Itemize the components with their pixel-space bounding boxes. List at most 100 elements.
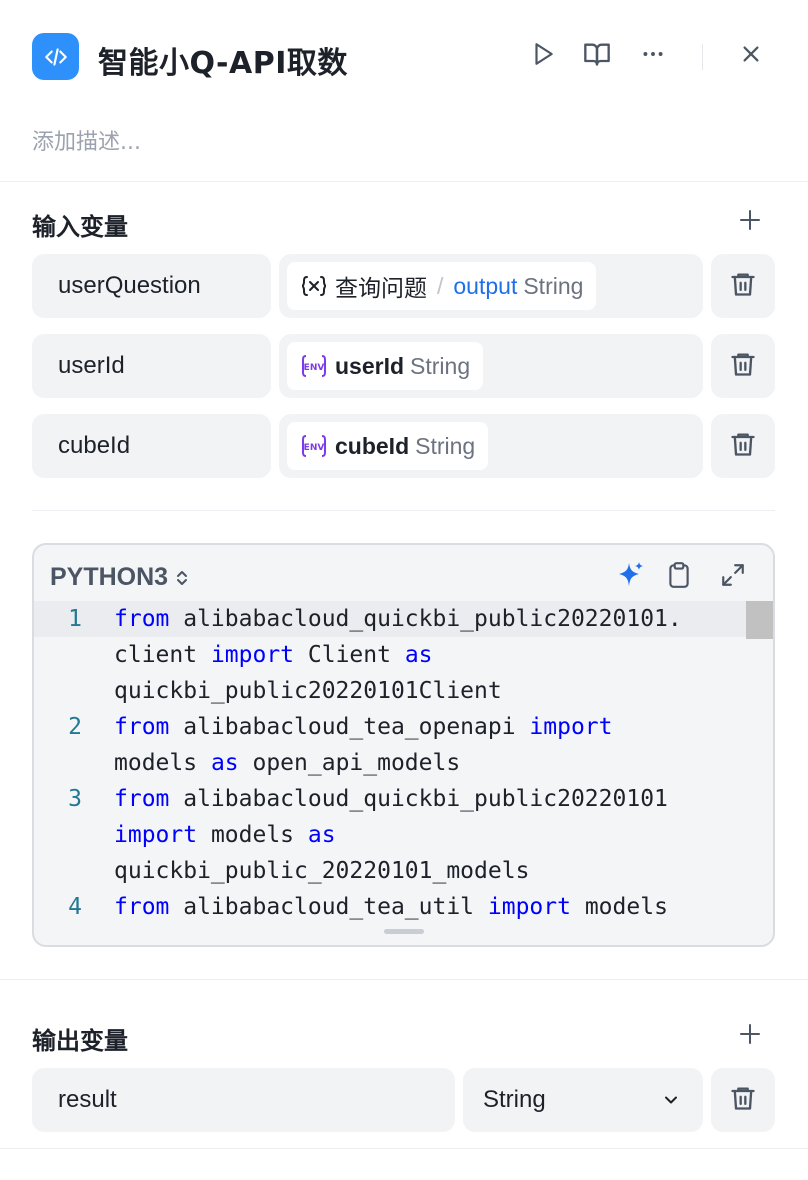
code-text: from alibabacloud_tea_openapi import bbox=[114, 709, 613, 745]
divider bbox=[32, 510, 775, 511]
code-keyword: from bbox=[114, 894, 170, 920]
output-variable-name[interactable]: result bbox=[32, 1068, 455, 1132]
divider bbox=[0, 181, 808, 182]
code-token: quickbi_public20220101Client bbox=[114, 678, 502, 704]
code-line[interactable]: quickbi_public_20220101_models bbox=[34, 853, 773, 889]
code-text: models as open_api_models bbox=[114, 745, 460, 781]
ai-assist-button[interactable] bbox=[613, 559, 649, 595]
code-text: quickbi_public20220101Client bbox=[114, 673, 502, 709]
code-line[interactable]: 4 from alibabacloud_tea_util import model… bbox=[34, 889, 773, 925]
env-variable-name: cubeId bbox=[335, 432, 410, 459]
line-number: 3 bbox=[68, 786, 82, 812]
code-line[interactable]: quickbi_public20220101Client bbox=[34, 673, 773, 709]
close-button[interactable] bbox=[733, 38, 769, 74]
code-line[interactable]: 2 from alibabacloud_tea_openapi import bbox=[34, 709, 773, 745]
run-button[interactable] bbox=[525, 38, 561, 74]
code-line[interactable]: import models as bbox=[34, 817, 773, 853]
code-token: models bbox=[197, 822, 308, 848]
plus-icon bbox=[738, 208, 762, 237]
input-variable-value[interactable]: ENV cubeId String bbox=[279, 414, 703, 478]
source-field-name: output bbox=[453, 272, 518, 299]
code-line[interactable]: 3 from alibabacloud_quickbi_public2022010… bbox=[34, 781, 773, 817]
input-variable-value[interactable]: 查询问题 / output String bbox=[279, 254, 703, 318]
code-text: import models as bbox=[114, 817, 336, 853]
input-variable-value[interactable]: ENV userId String bbox=[279, 334, 703, 398]
description-input[interactable]: 添加描述... bbox=[32, 130, 141, 155]
divider bbox=[0, 1148, 808, 1149]
input-variable-name[interactable]: userQuestion bbox=[32, 254, 271, 318]
code-token: alibabacloud_tea_openapi bbox=[169, 714, 530, 740]
code-keyword: import bbox=[114, 822, 198, 848]
code-token: quickbi_public_20220101_models bbox=[114, 858, 530, 884]
close-icon bbox=[740, 43, 762, 70]
docs-button[interactable] bbox=[579, 38, 615, 74]
code-keyword: as bbox=[210, 750, 239, 776]
delete-output-button[interactable] bbox=[711, 1068, 775, 1132]
env-variable-name: userId bbox=[335, 352, 405, 379]
divider bbox=[0, 979, 808, 980]
code-token: alibabacloud_quickbi_public20220101. bbox=[169, 606, 682, 632]
plus-icon bbox=[738, 1022, 762, 1051]
variable-reference-chip[interactable]: 查询问题 / output String bbox=[287, 262, 597, 310]
add-input-button[interactable] bbox=[734, 206, 766, 238]
output-variables-title: 输出变量 bbox=[32, 1027, 128, 1055]
code-keyword: from bbox=[114, 714, 170, 740]
code-text: quickbi_public_20220101_models bbox=[114, 853, 529, 889]
env-icon: ENV bbox=[301, 434, 327, 458]
source-node-name: 查询问题 bbox=[335, 276, 427, 302]
code-keyword: from bbox=[114, 786, 170, 812]
more-icon bbox=[640, 41, 666, 72]
code-keyword: as bbox=[307, 822, 336, 848]
chevron-down-icon bbox=[661, 1090, 681, 1110]
code-token: alibabacloud_tea_util bbox=[169, 894, 488, 920]
code-keyword: as bbox=[404, 642, 433, 668]
env-variable-chip[interactable]: ENV userId String bbox=[287, 342, 484, 390]
line-number: 4 bbox=[68, 894, 82, 920]
code-token: models bbox=[114, 750, 211, 776]
play-icon bbox=[530, 41, 556, 72]
node-title[interactable]: 智能小Q-API取数 bbox=[98, 46, 348, 81]
input-variable-name[interactable]: cubeId bbox=[32, 414, 271, 478]
code-keyword: import bbox=[487, 894, 571, 920]
variable-type: String bbox=[410, 352, 471, 379]
line-number: 2 bbox=[68, 714, 82, 740]
delete-input-button[interactable] bbox=[711, 254, 775, 318]
editor-scrollbar[interactable] bbox=[746, 601, 773, 639]
delete-input-button[interactable] bbox=[711, 334, 775, 398]
chevron-updown-icon bbox=[174, 568, 190, 588]
trash-icon bbox=[729, 430, 757, 463]
add-output-button[interactable] bbox=[734, 1020, 766, 1052]
code-token: Client bbox=[294, 642, 405, 668]
input-variable-name[interactable]: userId bbox=[32, 334, 271, 398]
clipboard-icon bbox=[666, 561, 692, 594]
copy-code-button[interactable] bbox=[661, 559, 697, 595]
code-line[interactable]: models as open_api_models bbox=[34, 745, 773, 781]
variable-icon bbox=[301, 275, 327, 297]
language-select[interactable]: PYTHON3 bbox=[50, 563, 190, 592]
node-header: 智能小Q-API取数 bbox=[0, 0, 808, 115]
code-line[interactable]: client import Client as bbox=[34, 637, 773, 673]
input-variables-title: 输入变量 bbox=[32, 213, 128, 241]
variable-type: String bbox=[523, 272, 584, 299]
svg-text:ENV: ENV bbox=[304, 443, 325, 453]
code-text: client import Client as bbox=[114, 637, 433, 673]
variable-type: String bbox=[415, 432, 476, 459]
sparkle-icon bbox=[616, 560, 646, 595]
more-button[interactable] bbox=[635, 38, 671, 74]
trash-icon bbox=[729, 270, 757, 303]
editor-resize-handle[interactable] bbox=[384, 929, 424, 934]
code-token: alibabacloud_quickbi_public20220101 bbox=[169, 786, 668, 812]
path-separator: / bbox=[437, 272, 444, 299]
trash-icon bbox=[729, 1084, 757, 1117]
delete-input-button[interactable] bbox=[711, 414, 775, 478]
code-text: from alibabacloud_quickbi_public20220101… bbox=[114, 601, 682, 637]
code-text: from alibabacloud_tea_util import models bbox=[114, 889, 668, 925]
output-type-select[interactable]: String bbox=[463, 1068, 703, 1132]
code-keyword: from bbox=[114, 606, 170, 632]
env-variable-chip[interactable]: ENV cubeId String bbox=[287, 422, 489, 470]
expand-editor-button[interactable] bbox=[715, 559, 751, 595]
expand-icon bbox=[720, 562, 746, 593]
